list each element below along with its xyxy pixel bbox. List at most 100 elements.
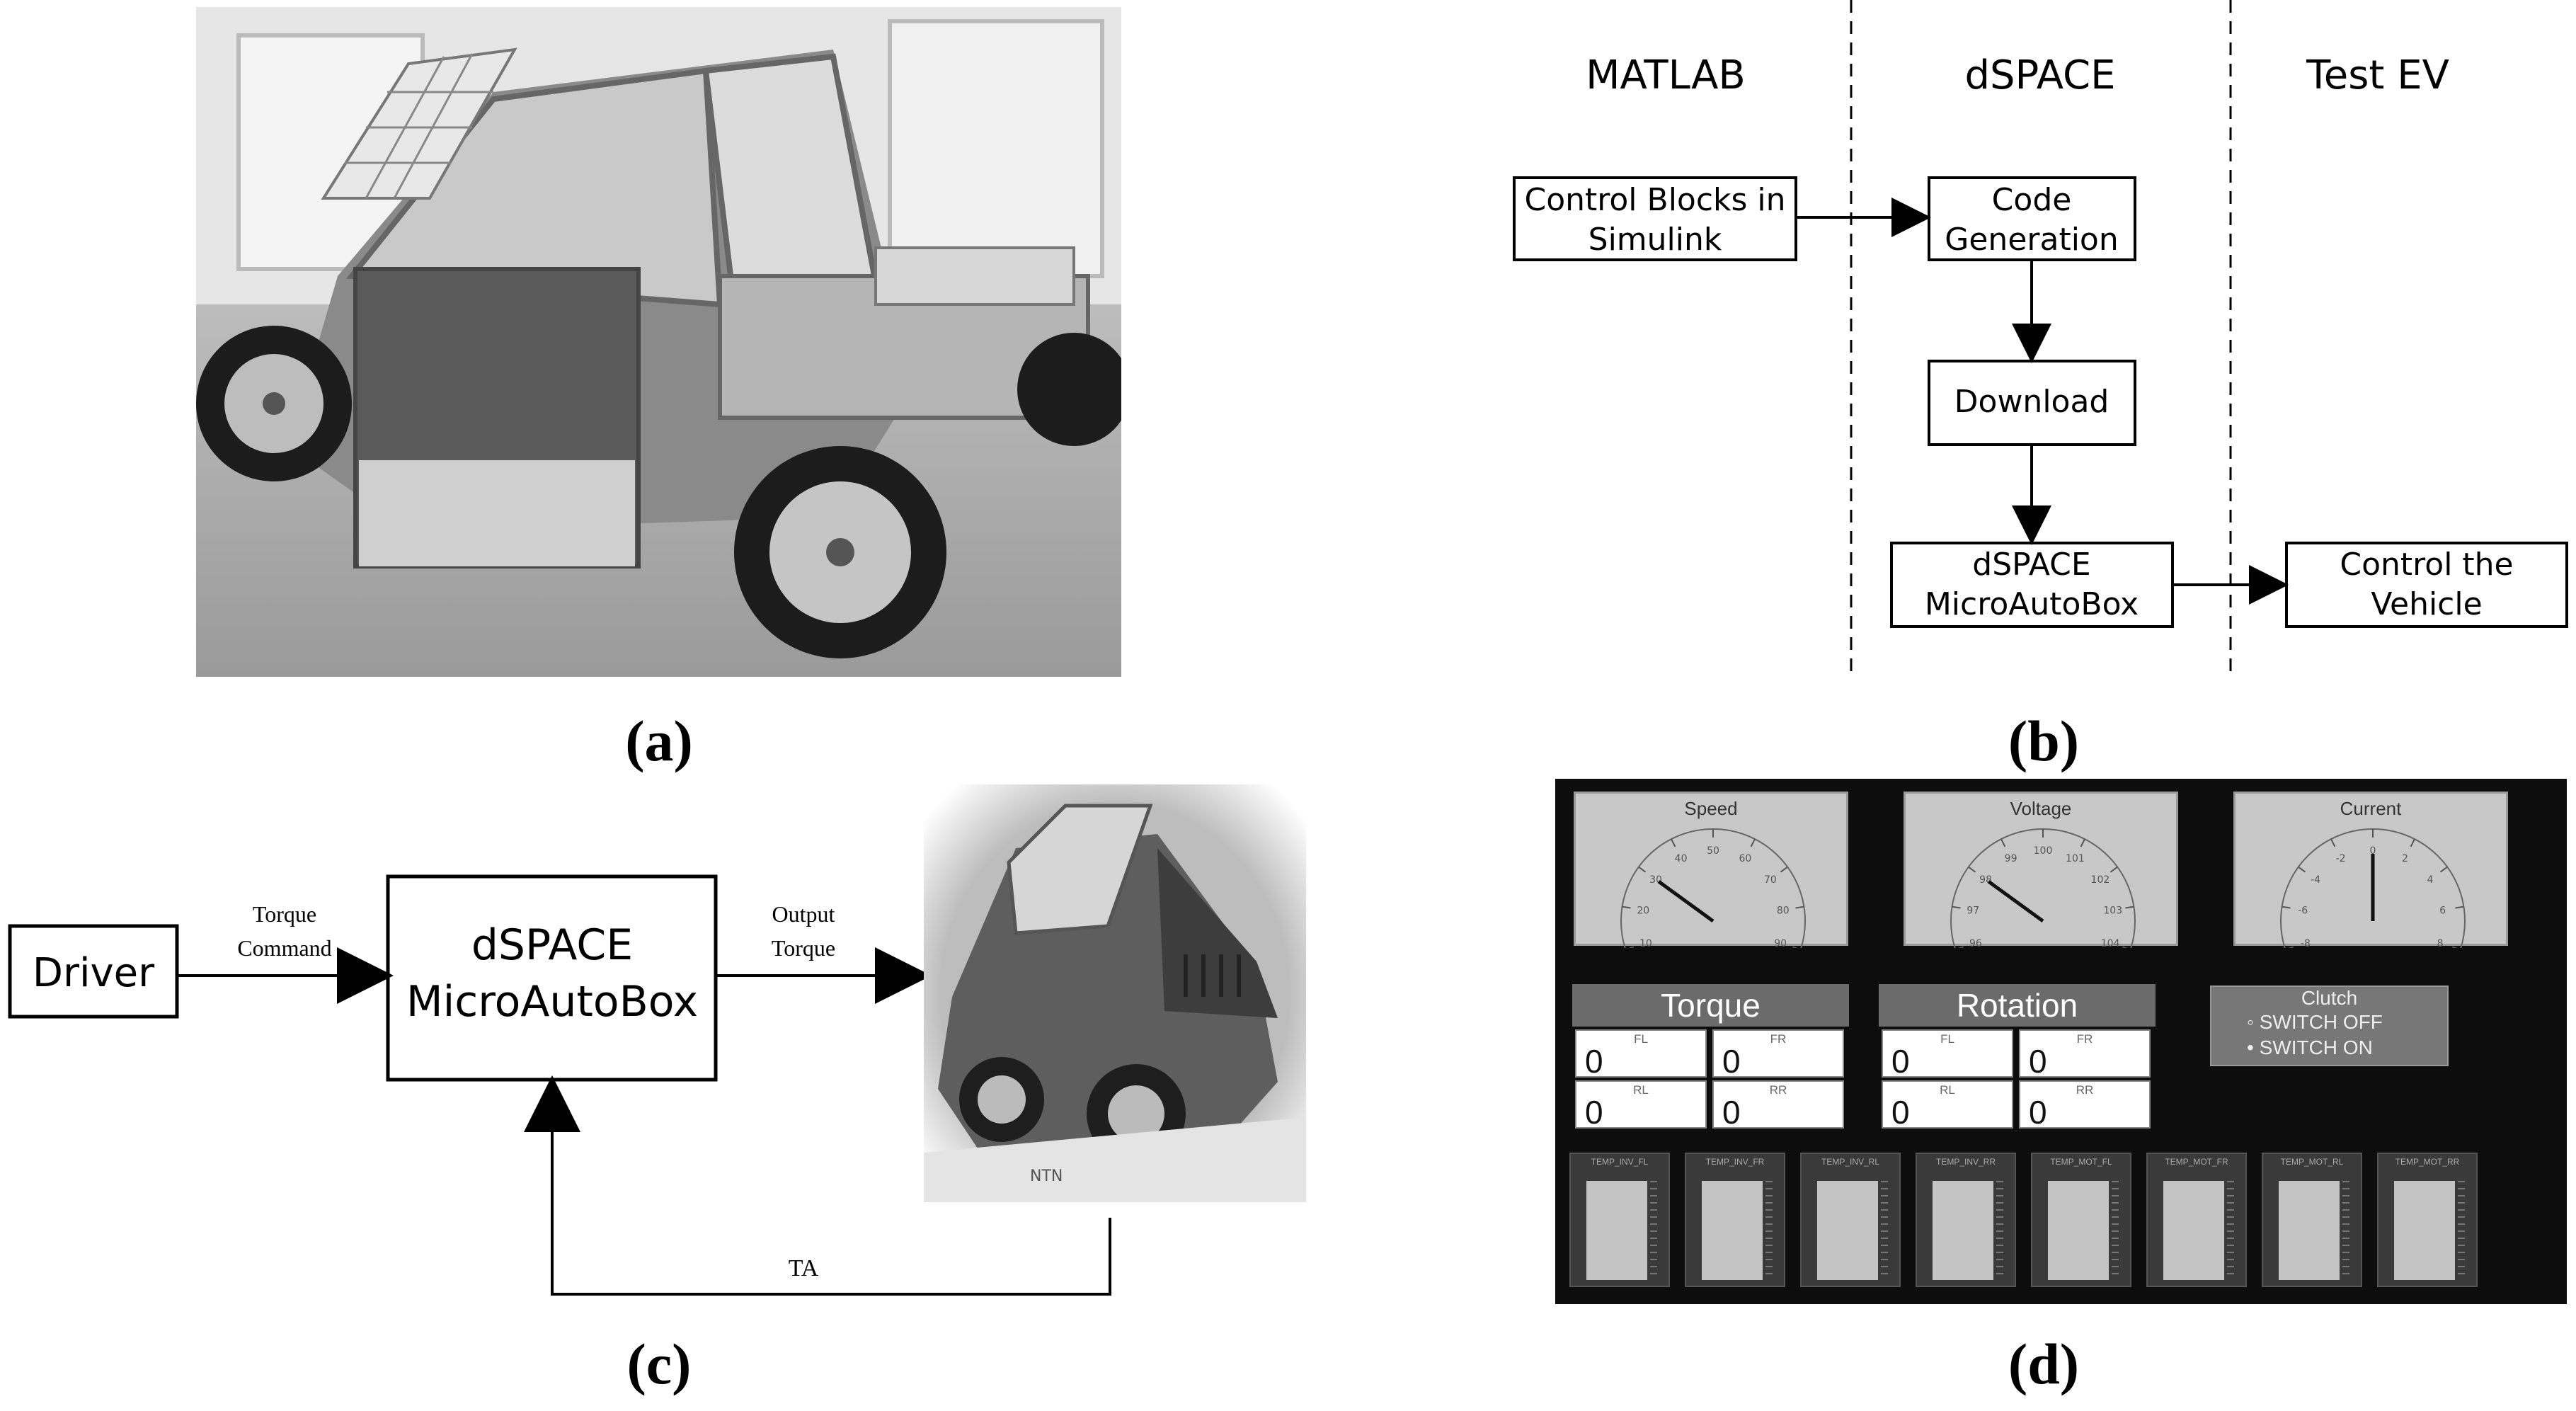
gauge-needle [1987,880,2044,923]
svg-text:dSPACE: dSPACE [1972,547,2090,583]
column-dspace: dSPACE [1964,52,2115,98]
gauge-tick [2282,906,2291,909]
monitoring-dashboard: Speed 0102030405060708090100 Voltage 959… [1555,779,2567,1304]
caption-a: (a) [625,709,693,773]
photo-badge-ntn: NTN [1030,1167,1063,1185]
gauge-tick-label: 80 [1777,905,1790,916]
label-command: Command [237,935,331,961]
feedback-line [524,1075,1111,1296]
gauge-needle [1657,880,1715,923]
meter-temp-mot-rr: TEMP_MOT_RR [2377,1153,2478,1287]
gauge-tick-label: 20 [1637,905,1649,916]
gauge-tick-label: 70 [1764,874,1777,886]
gauge-tick-label: 97 [1967,905,1979,916]
svg-text:Control Blocks in: Control Blocks in [1524,182,1785,218]
gauge-tick [2122,946,2129,948]
box-dspace-microautobox: dSPACE MicroAutoBox [386,874,718,1082]
svg-text:Download: Download [1954,384,2110,420]
gauge-tick [1671,838,1676,847]
box-control-vehicle: Control the Vehicle [2285,542,2568,628]
gauge-tick-label: 50 [1707,845,1719,857]
gauge-tick-label: 90 [1774,938,1787,948]
gauge-tick [1622,906,1631,909]
test-vehicle-photo: NTN [924,784,1306,1202]
label-torque: Torque [253,901,316,927]
column-test-ev: Test EV [2306,52,2449,98]
gauge-tick [2451,946,2458,948]
radio-on-icon: • [2247,1036,2254,1058]
gauge-tick-label: -4 [2311,874,2320,886]
current-gauge-dial: -10-8-6-4-20246810 [2280,828,2466,948]
speed-gauge-dial: 0102030405060708090100 [1620,828,1806,948]
gauge-tick [2110,866,2118,873]
gauge-tick-label: 102 [2091,874,2110,886]
gauge-tick [2125,906,2134,909]
gauge-tick [1627,946,1635,948]
caption-b: (b) [2008,709,2080,773]
gauge-tick [1638,866,1647,873]
gauge-tick [1792,946,1799,948]
gauge-tick-label: 101 [2066,853,2085,864]
gauge-tick-label: 40 [1675,853,1688,864]
gauge-tick [1952,906,1961,909]
meter-temp-mot-rl: TEMP_MOT_RL [2262,1153,2362,1287]
gauge-tick-label: 103 [2103,905,2122,916]
current-gauge: Current -10-8-6-4-20246810 [2233,792,2508,948]
svg-text:Driver: Driver [33,950,155,996]
gauge-tick-label: 4 [2427,874,2433,886]
torque-panel-title: Torque [1572,984,1849,1027]
svg-text:Generation: Generation [1945,222,2118,258]
current-gauge-title: Current [2340,798,2402,819]
caption-c: (c) [626,1332,692,1396]
gauge-tick-label: -8 [2301,938,2311,948]
radio-off-icon: ◦ [2247,1011,2254,1033]
svg-text:MicroAutoBox: MicroAutoBox [406,977,698,1027]
voltage-gauge-title: Voltage [2010,798,2072,819]
gauge-tick [2080,838,2085,847]
ev-prototype-illustration [196,7,1130,677]
gauge-tick [2439,866,2448,873]
gauge-tick-label: -6 [2298,905,2308,916]
rotation-panel-title: Rotation [1879,984,2156,1027]
clutch-control: Clutch ◦ SWITCH OFF • SWITCH ON [2210,986,2449,1066]
gauge-tick-label: 6 [2439,905,2446,916]
gauge-tick [2298,866,2306,873]
box-driver: Driver [8,924,179,1019]
voltage-gauge-dial: 9596979899100101102103104105 [1950,828,2136,948]
column-matlab: MATLAB [1586,52,1746,98]
gauge-tick-label: 60 [1739,853,1751,864]
gauge-tick [2330,838,2336,847]
speed-gauge: Speed 0102030405060708090100 [1574,792,1848,948]
clutch-switch-off[interactable]: ◦ SWITCH OFF [2247,1011,2383,1033]
ev-prototype-photo [196,7,1130,677]
clutch-switch-on[interactable]: • SWITCH ON [2247,1036,2373,1058]
label-torque-out: Torque [772,935,835,961]
control-loop-block-diagram: Driver dSPACE MicroAutoBox Torque Comman… [8,874,1111,1296]
gauge-tick [2000,838,2006,847]
speed-gauge-title: Speed [1684,798,1738,819]
label-output: Output [772,901,835,927]
gauge-tick-label: -2 [2336,853,2346,864]
svg-text:dSPACE: dSPACE [471,920,633,970]
meter-temp-inv-fl: TEMP_INV_FL [1569,1153,1670,1287]
gauge-tick [1750,838,1756,847]
voltage-gauge: Voltage 9596979899100101102103104105 [1904,792,2178,948]
gauge-tick-label: 96 [1969,938,1982,948]
gauge-tick-label: 100 [2034,845,2053,857]
label-feedback-ta: TA [789,1255,819,1281]
gauge-tick [1780,866,1788,873]
svg-text:Control the: Control the [2340,547,2513,583]
test-vehicle-illustration: NTN [924,784,1306,1202]
meter-temp-inv-fr: TEMP_INV_FR [1685,1153,1785,1287]
clutch-title: Clutch [2301,987,2358,1009]
gauge-tick [2455,906,2464,909]
caption-d: (d) [2008,1332,2080,1396]
meter-temp-mot-fr: TEMP_MOT_FR [2146,1153,2247,1287]
